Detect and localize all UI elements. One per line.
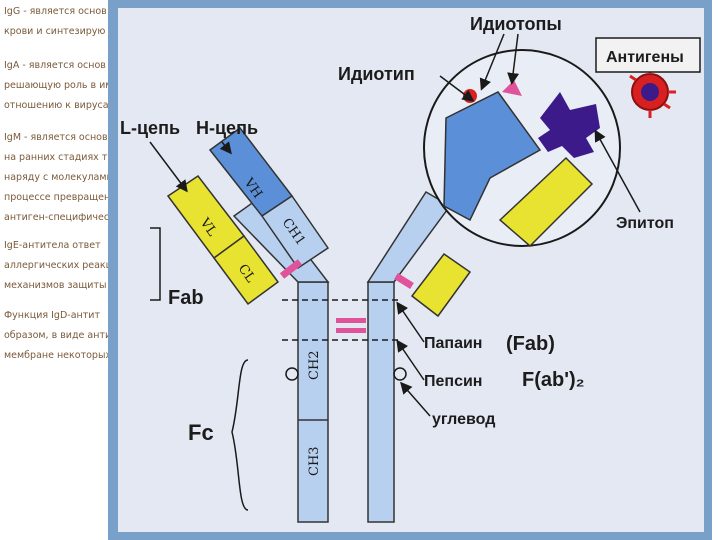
cl-domain xyxy=(212,234,280,306)
diagram-panel xyxy=(118,8,704,532)
hinge-link xyxy=(336,328,366,333)
carbohydrate-label: углевод xyxy=(432,411,495,428)
right-light-chain xyxy=(410,252,472,318)
ch3-label: CH3 xyxy=(307,446,322,476)
vh-domain xyxy=(208,126,294,218)
papain-label: Папаин xyxy=(424,335,482,352)
iga-paragraph: IgA - является основ решающую роль в им … xyxy=(4,56,108,116)
text-line: IgA - является основ xyxy=(4,60,106,71)
fab-label: Fab xyxy=(168,287,204,309)
zoom-heavy-chain xyxy=(443,91,542,222)
text-line: IgG - является основ xyxy=(4,6,107,17)
zoom-light-chain xyxy=(498,156,594,248)
text-line: механизмов защиты xyxy=(4,280,107,291)
igm-paragraph: IgM - является основ на ранних стадиях т… xyxy=(4,128,108,228)
pepsin-product-label: F(ab')₂ xyxy=(522,369,585,391)
text-line: Функция IgD-антит xyxy=(4,310,100,321)
fab-bracket xyxy=(150,227,161,301)
text-line: процессе превращен xyxy=(4,192,108,203)
antigen-label-box xyxy=(595,37,701,73)
pepsin-label: Пепсин xyxy=(424,373,482,390)
text-line: IgM - является основ xyxy=(4,132,108,143)
l-chain-label: L-цепь xyxy=(120,118,180,138)
text-line: отношению к вируса xyxy=(4,100,108,111)
idiotopes-label: Идиотопы xyxy=(470,14,562,34)
text-line: IgE-антитела ответ xyxy=(4,240,101,251)
text-line: мембране некоторых xyxy=(4,350,108,361)
text-line: образом, в виде анти xyxy=(4,330,108,341)
fc-stem-left xyxy=(297,281,329,523)
antigen-purple xyxy=(538,92,600,158)
side-text-column: IgG - является основ крови и синтезирую … xyxy=(0,0,108,540)
epitope-label: Эпитоп xyxy=(616,215,674,232)
fc-label: Fc xyxy=(188,420,214,445)
carbohydrate-right xyxy=(393,367,407,381)
igd-paragraph: Функция IgD-антит образом, в виде анти м… xyxy=(4,306,108,366)
ch1-domain xyxy=(260,194,330,270)
igg-paragraph: IgG - является основ крови и синтезирую xyxy=(4,2,108,42)
antigen-label: Антигены xyxy=(606,49,684,66)
idiotope-marker xyxy=(502,80,522,96)
text-line: на ранних стадиях т xyxy=(4,152,108,163)
text-line: наряду с молекулами xyxy=(4,172,108,183)
papain-product-label: (Fab) xyxy=(506,333,555,355)
ige-paragraph: IgE-антитела ответ аллергических реакц м… xyxy=(4,236,108,296)
text-line: аллергических реакц xyxy=(4,260,108,271)
fc-bracket xyxy=(231,359,249,511)
hinge-link xyxy=(336,318,366,323)
text-line: решающую роль в им xyxy=(4,80,108,91)
ch2-label: CH2 xyxy=(307,350,322,380)
h-chain-label: H-цепь xyxy=(196,118,258,138)
text-line: крови и синтезирую xyxy=(4,26,106,37)
antigen-red xyxy=(463,89,477,103)
fc-stem-right xyxy=(367,281,395,523)
text-line: антиген-специфичес xyxy=(4,212,108,223)
carbohydrate-left xyxy=(285,367,299,381)
idiotype-label: Идиотип xyxy=(338,64,415,84)
